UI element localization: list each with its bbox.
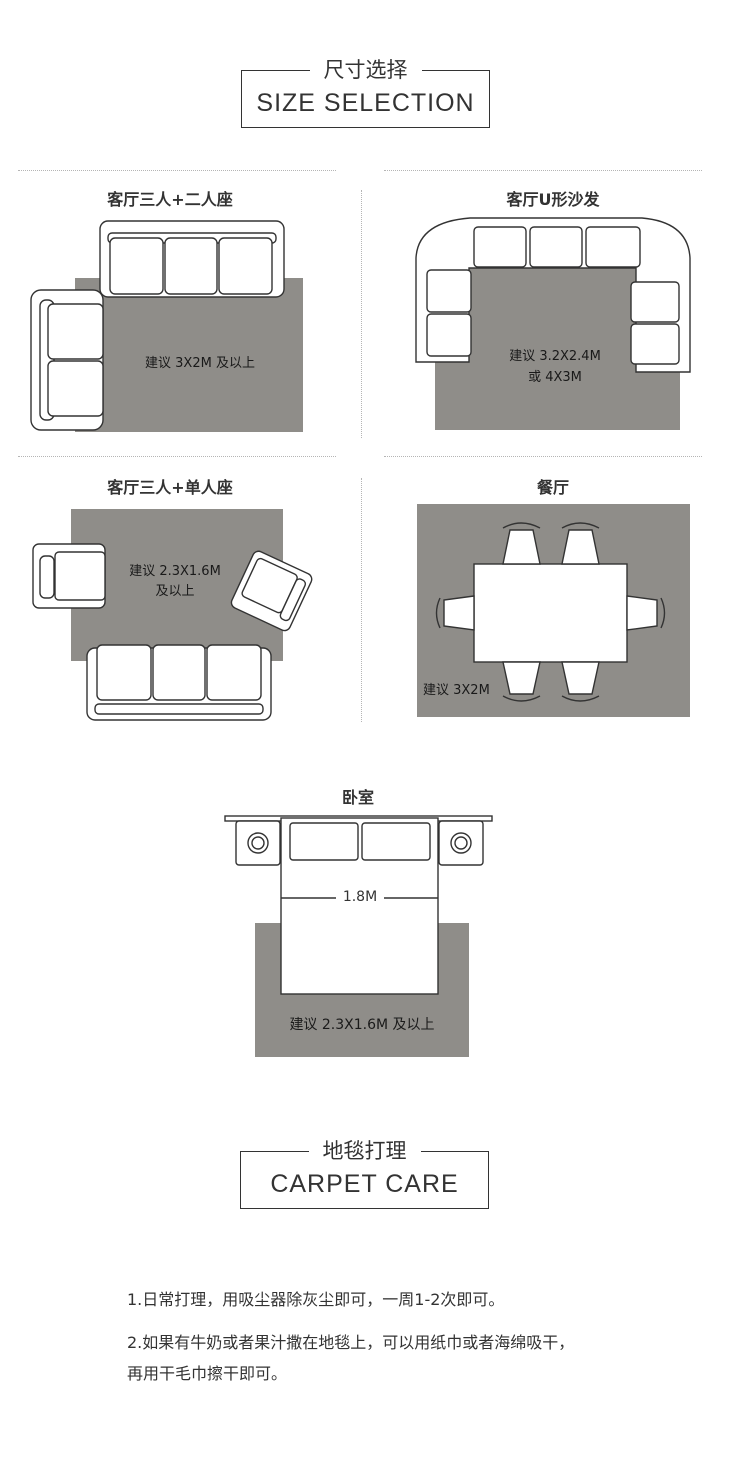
- living-u-note-line1: 建议 3.2X2.4M: [509, 349, 601, 364]
- living-3-1-note-line2: 及以上: [155, 584, 195, 599]
- dining-note: 建议 3X2M: [423, 683, 490, 698]
- bedroom-title: 卧室: [341, 788, 374, 807]
- divider-vertical-bottom: [361, 478, 362, 722]
- carpet-care-title-en: CARPET CARE: [270, 1170, 459, 1198]
- divider-mid-left: [18, 456, 336, 457]
- armchair-right: [230, 550, 313, 632]
- chair: [561, 661, 600, 695]
- size-selection-title-zh: 尺寸选择: [309, 57, 422, 83]
- chair: [502, 529, 541, 565]
- chair: [443, 595, 475, 631]
- divider-vertical-top: [361, 190, 362, 438]
- chair: [502, 661, 541, 695]
- bedroom-width-label: 1.8M: [342, 889, 378, 905]
- divider-mid-right: [384, 456, 702, 457]
- carpet-care-heading: 地毯打理 CARPET CARE: [240, 1138, 489, 1209]
- bedroom-note: 建议 2.3X1.6M 及以上: [289, 1017, 435, 1033]
- living-3-1-title: 客厅三人+单人座: [107, 478, 233, 497]
- pillow: [361, 822, 431, 861]
- living-3-2-note: 建议 3X2M 及以上: [145, 356, 255, 371]
- living-u-title: 客厅U形沙发: [506, 190, 600, 209]
- dining-table: [473, 563, 628, 663]
- care-tip-1: 1.日常打理，用吸尘器除灰尘即可，一周1-2次即可。: [127, 1290, 505, 1309]
- chair: [626, 595, 658, 631]
- pillow: [289, 822, 359, 861]
- living-u-note-line2: 或 4X3M: [528, 370, 582, 385]
- size-selection-heading: 尺寸选择 SIZE SELECTION: [241, 57, 490, 128]
- size-selection-title-en: SIZE SELECTION: [256, 89, 475, 117]
- care-tip-2-line-2: 再用干毛巾擦干即可。: [127, 1364, 288, 1383]
- dining-title: 餐厅: [536, 478, 569, 497]
- rug: [75, 278, 303, 432]
- living-3-2-title: 客厅三人+二人座: [107, 190, 233, 209]
- care-tip-2-line-1: 2.如果有牛奶或者果汁撒在地毯上，可以用纸巾或者海绵吸干，: [127, 1333, 575, 1352]
- living-3-1-note-line1: 建议 2.3X1.6M: [129, 564, 221, 579]
- carpet-care-title-zh: 地毯打理: [308, 1138, 421, 1164]
- chair: [561, 529, 600, 565]
- divider-top-right: [384, 170, 702, 171]
- divider-top-left: [18, 170, 336, 171]
